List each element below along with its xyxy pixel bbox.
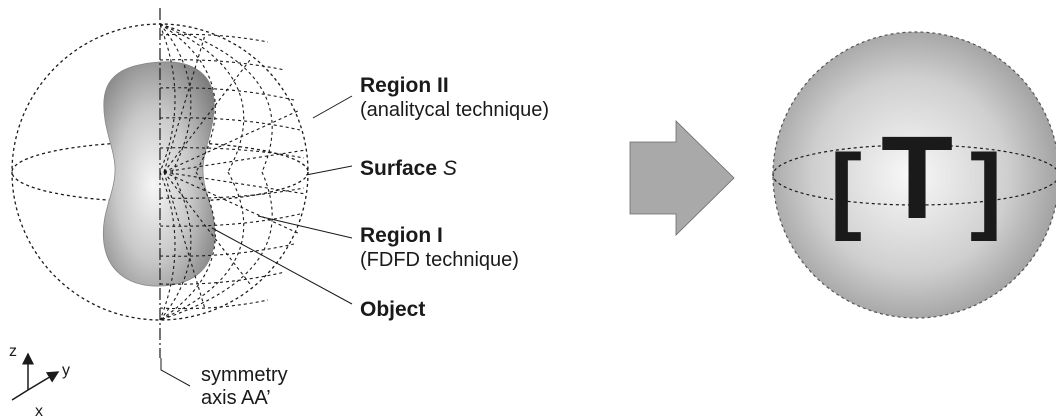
leader-region1 (257, 215, 353, 239)
matrix-t-letter: T (881, 112, 953, 244)
right-bracket: ] (970, 135, 1002, 242)
region2-title: Region II (360, 74, 449, 97)
sphere-body (772, 31, 1056, 319)
region2-subtitle: (analitycal technique) (360, 99, 549, 121)
result-sphere: [ T ] (772, 31, 1056, 319)
leader-surface (305, 165, 353, 176)
leader-region2 (312, 95, 353, 119)
y-axis-arrow (27, 371, 60, 391)
region1-subtitle: (FDFD technique) (360, 249, 519, 271)
surface-title: Surface (360, 157, 443, 180)
leader-object (211, 227, 353, 305)
symmetry-line1: symmetry (201, 364, 288, 386)
left-diagram: Region II (analitycal technique) Surface… (9, 8, 549, 419)
y-axis-label: y (62, 362, 70, 379)
symmetry-line2: axis AA’ (201, 387, 271, 409)
object-shape (102, 61, 216, 287)
equator-ellipse (11, 141, 309, 203)
x-axis-label: x (35, 403, 43, 419)
left-bracket: [ (830, 135, 862, 242)
surface-variable: S (443, 157, 457, 180)
region1-title: Region I (360, 224, 443, 247)
leader-symmetry (160, 358, 191, 387)
fdfd-grid (160, 23, 307, 321)
transform-arrow (629, 120, 735, 236)
surface-label: Surface S (360, 157, 457, 180)
object-label: Object (360, 298, 425, 321)
x-axis-line (11, 389, 29, 401)
z-axis-label: z (9, 343, 17, 360)
sphere-equator (772, 144, 1056, 206)
coordinate-axes (11, 352, 60, 401)
